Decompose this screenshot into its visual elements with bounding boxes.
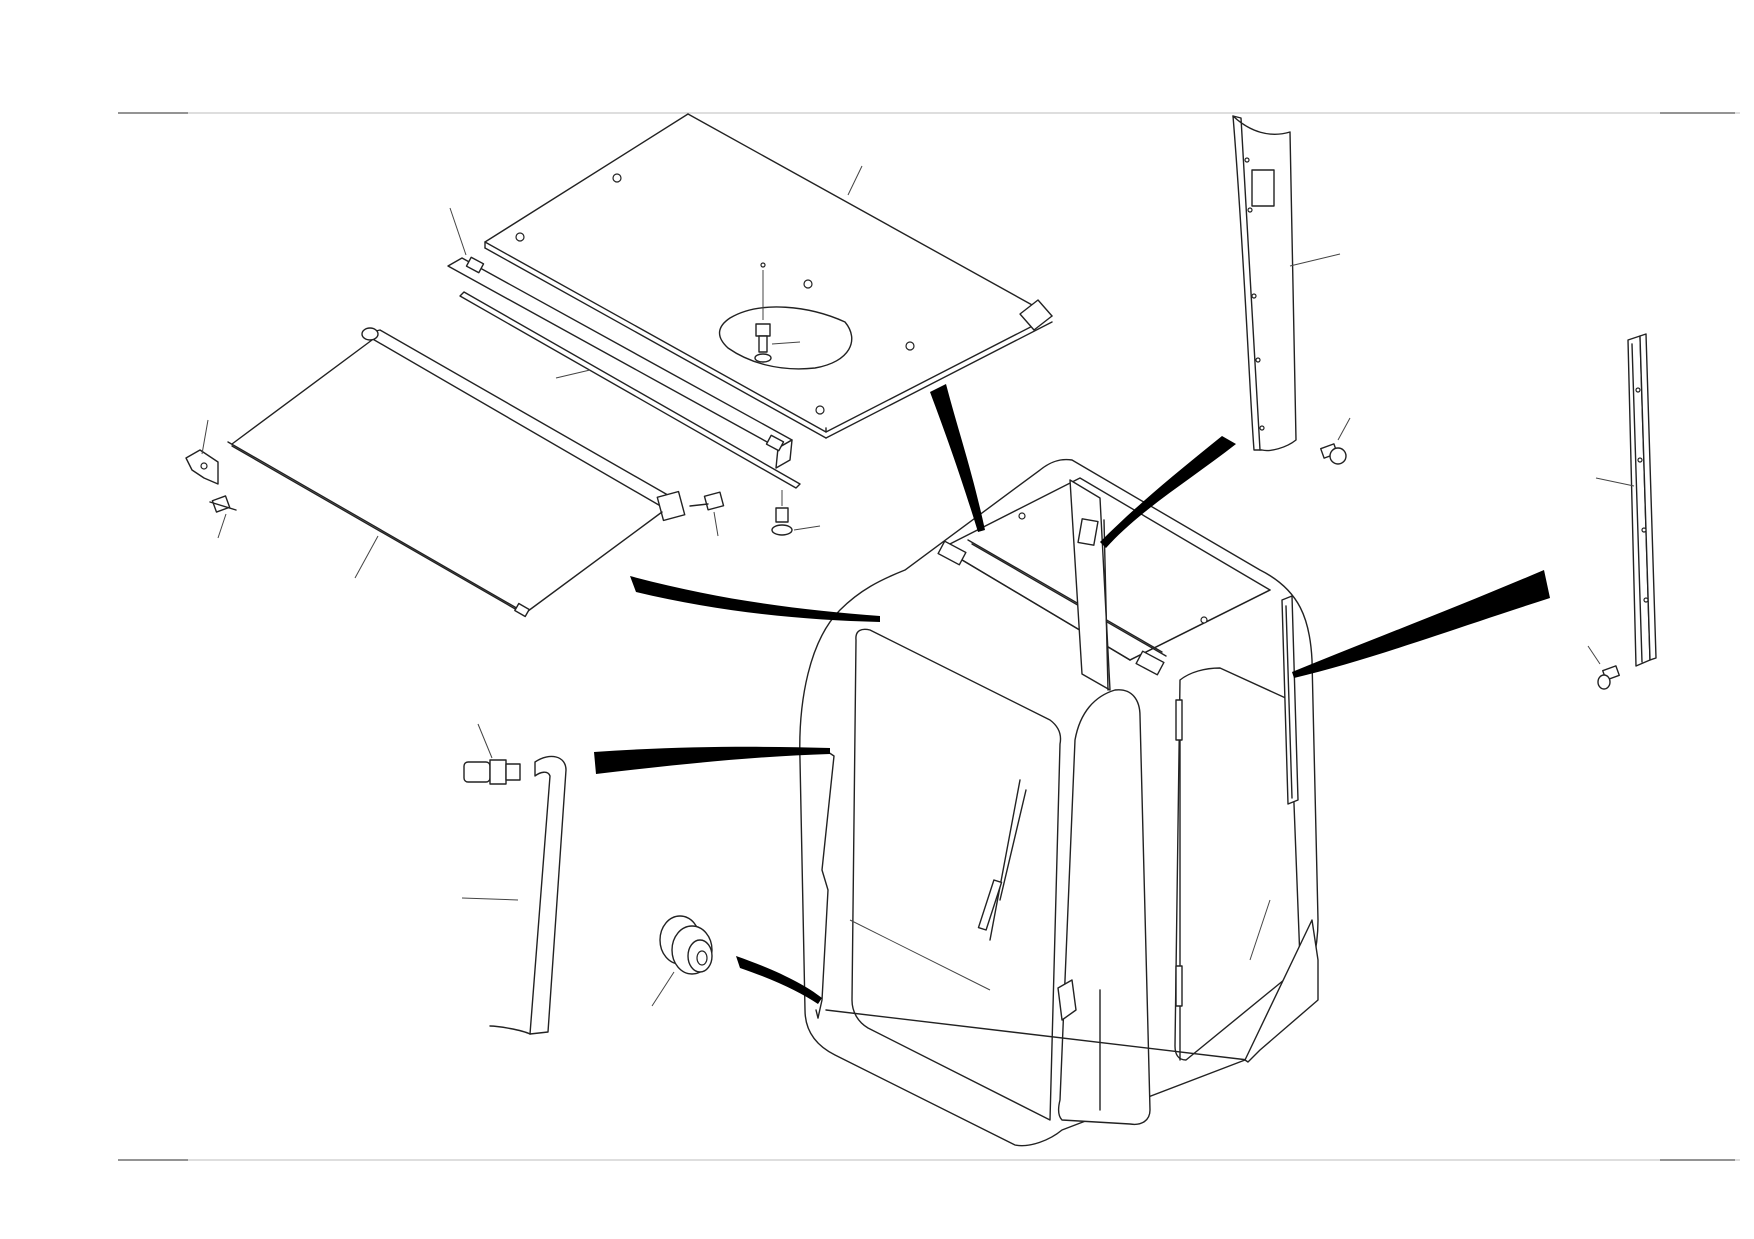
roof-bolt (754, 262, 801, 363)
shade-bracket-left (185, 419, 237, 539)
hose-fitting (463, 723, 521, 785)
roller-bolt (689, 491, 725, 537)
sun-shade-roller (227, 327, 686, 618)
strip-bolt (771, 490, 821, 536)
door-seal-strip (815, 751, 835, 1019)
frame-rules (118, 112, 1740, 1161)
pillar-trim-upper (1232, 115, 1351, 465)
leader-wedges (594, 384, 1550, 1004)
cab-inner-pillar (1069, 479, 1111, 691)
pillar-trim-right (1587, 333, 1657, 690)
rubber-grommet (651, 915, 713, 1007)
operator-cab (799, 458, 1319, 1147)
cab-side-strip (1281, 595, 1299, 805)
roof-cover-panel (484, 113, 1053, 439)
front-edge-strip (447, 207, 801, 489)
drain-hose (461, 755, 567, 1035)
